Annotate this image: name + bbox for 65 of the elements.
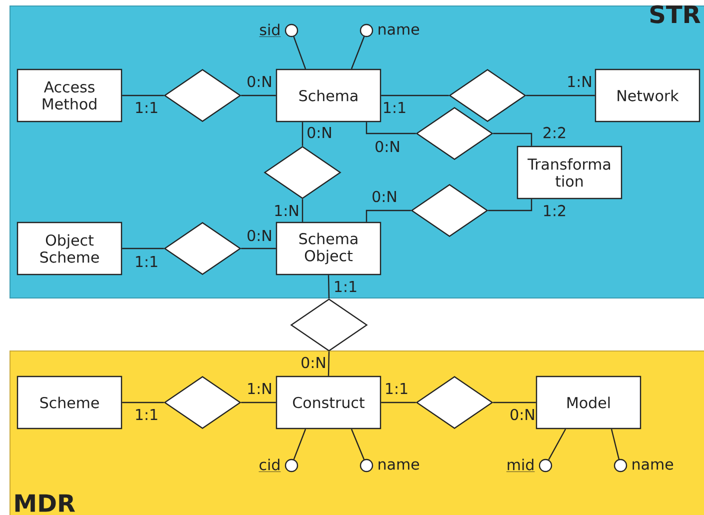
- cardinality-label: 1:1: [384, 102, 406, 113]
- attribute-circle: [284, 458, 298, 472]
- connector: [328, 275, 330, 298]
- connector: [366, 122, 416, 134]
- attribute-label: mid: [506, 458, 535, 472]
- cardinality-label: 1:N: [568, 76, 591, 87]
- attribute-circle: [614, 458, 628, 472]
- connector: [328, 352, 330, 376]
- connector: [241, 248, 276, 250]
- entity-box: Model: [536, 376, 642, 430]
- connector: [122, 248, 164, 250]
- entity-box: Schema: [276, 68, 382, 122]
- attribute-label: name: [378, 461, 420, 470]
- connector: [381, 402, 416, 404]
- cardinality-label: 1:1: [335, 281, 356, 292]
- connector: [302, 199, 304, 222]
- cardinality-label: 0:N: [302, 356, 325, 368]
- connector: [350, 36, 365, 70]
- attribute-circle: [360, 24, 374, 38]
- attribute-label: name: [378, 26, 420, 35]
- entity-box: Construct: [276, 376, 382, 430]
- connector: [350, 428, 365, 460]
- cardinality-label: 1:1: [136, 102, 158, 113]
- connector: [302, 122, 304, 146]
- entity-box: Schema Object: [276, 222, 382, 276]
- entity-box: Access Method: [16, 68, 122, 122]
- attribute-label: sid: [259, 24, 281, 37]
- connector: [293, 428, 306, 460]
- connector: [293, 36, 306, 70]
- attribute-label: cid: [258, 458, 281, 472]
- region-title: MDR: [15, 494, 75, 512]
- attribute-circle: [538, 458, 552, 472]
- cardinality-label: 0:N: [308, 126, 331, 138]
- cardinality-label: 0:N: [372, 190, 396, 202]
- entity-box: Scheme: [16, 376, 122, 430]
- connector: [526, 94, 595, 96]
- region-title: STR: [650, 5, 700, 24]
- cardinality-label: 1:N: [275, 205, 298, 216]
- connector: [241, 94, 276, 96]
- attribute-circle: [284, 24, 298, 38]
- cardinality-label: 1:N: [248, 383, 271, 394]
- cardinality-label: 1:1: [136, 409, 158, 420]
- connector: [122, 94, 164, 96]
- cardinality-label: 2:2: [544, 126, 566, 138]
- cardinality-label: 0:N: [248, 76, 271, 88]
- entity-box: Network: [594, 68, 700, 122]
- attribute-circle: [360, 458, 374, 472]
- entity-box: Transforma tion: [516, 146, 622, 200]
- connector: [548, 428, 566, 460]
- connector: [488, 199, 532, 212]
- cardinality-label: 0:N: [376, 140, 399, 152]
- cardinality-label: 1:1: [136, 256, 158, 267]
- attribute-label: name: [632, 461, 674, 470]
- cardinality-label: 1:2: [544, 204, 566, 216]
- entity-box: Object Scheme: [16, 222, 122, 276]
- connector: [381, 94, 449, 96]
- connector: [493, 132, 532, 146]
- connector: [493, 402, 536, 404]
- connector: [610, 428, 620, 460]
- cardinality-label: 0:N: [248, 230, 271, 242]
- connector: [241, 402, 276, 404]
- connector: [122, 402, 164, 404]
- cardinality-label: 0:N: [510, 408, 534, 420]
- cardinality-label: 1:1: [386, 383, 408, 394]
- connector: [366, 210, 411, 222]
